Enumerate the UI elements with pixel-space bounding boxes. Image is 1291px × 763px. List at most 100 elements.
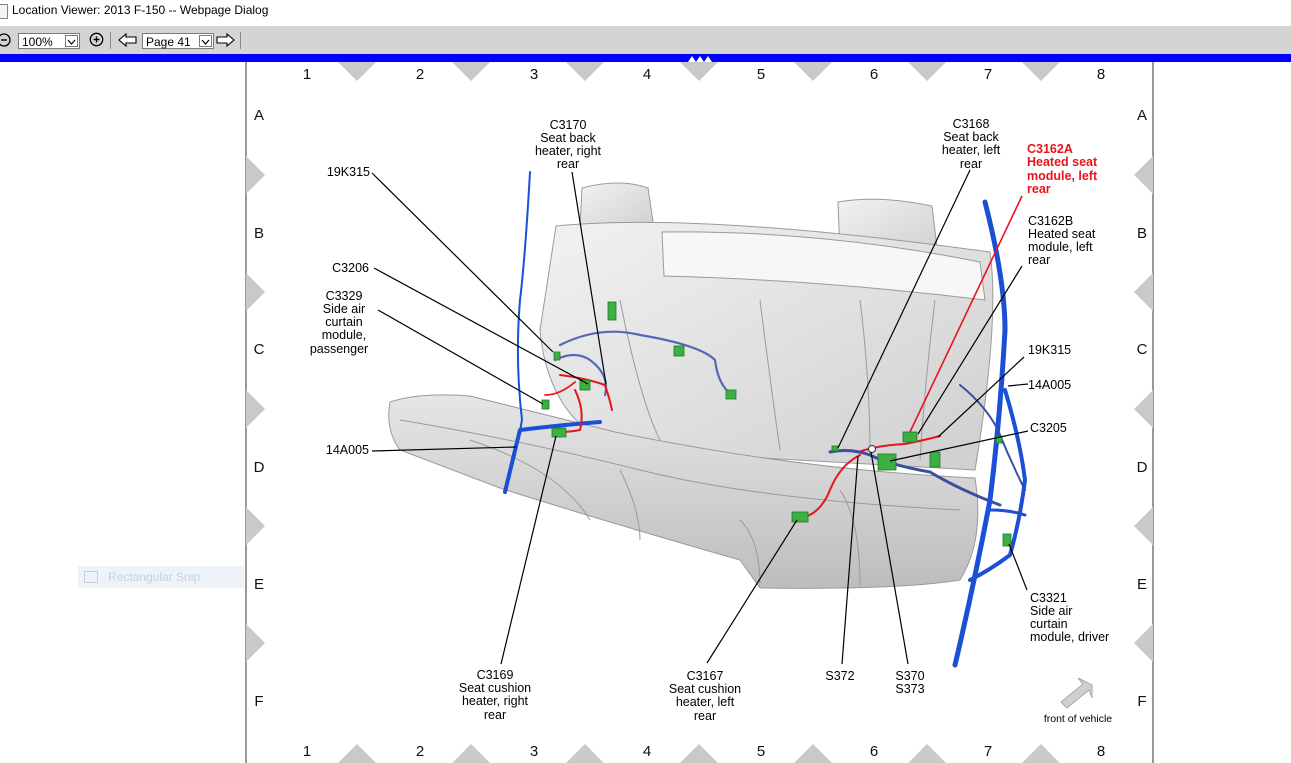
- callout-c3321: C3321 Side air curtain module, driver: [1030, 591, 1109, 644]
- zoom-out-icon[interactable]: [0, 30, 12, 49]
- page-select[interactable]: Page 41: [142, 33, 214, 49]
- callout-c3167: C3167 Seat cushion heater, left rear: [669, 669, 741, 723]
- rectangular-snip-overlay[interactable]: Rectangular Snip: [78, 566, 244, 588]
- grid-row-label: D: [1137, 459, 1148, 476]
- grid-col-label: 7: [984, 743, 992, 760]
- title-bar: Location Viewer: 2013 F-150 -- Webpage D…: [0, 0, 1291, 24]
- front-of-vehicle-indicator: front of vehicle: [1044, 677, 1112, 725]
- callout-19k315-right: 19K315: [1028, 343, 1071, 357]
- toolbar: 100% Page 41: [0, 26, 1291, 54]
- callout-text: Seat cushion: [459, 681, 531, 695]
- connector-icon: [877, 453, 897, 471]
- connector-icon: [995, 435, 1003, 444]
- callout-text: curtain: [325, 315, 363, 329]
- grid-row-label: E: [1137, 576, 1147, 593]
- callout-c3169: C3169 Seat cushion heater, right rear: [459, 668, 531, 722]
- splitter-handle-icon[interactable]: [686, 54, 714, 62]
- callout-text: heater, right: [535, 144, 602, 158]
- grid-col-label: 8: [1097, 743, 1105, 760]
- callout-text: C3168: [953, 117, 990, 131]
- front-arrow-icon: [1060, 677, 1093, 709]
- callout-text: 14A005: [326, 443, 369, 457]
- callout-c3170: C3170 Seat back heater, right rear: [535, 118, 602, 171]
- callout-text: S373: [895, 682, 924, 696]
- connector-icon: [541, 399, 550, 410]
- grid-row-labels-right: A B C D E F: [1137, 107, 1148, 710]
- zoom-select[interactable]: 100%: [18, 33, 80, 49]
- callout-c3162a: C3162A Heated seat module, left rear: [1027, 142, 1098, 196]
- app-icon: [0, 4, 8, 19]
- grid-col-label: 4: [643, 66, 651, 83]
- callout-text: C3162B: [1028, 214, 1073, 228]
- splice-icon: [868, 445, 876, 453]
- callout-14a005-left: 14A005: [326, 443, 369, 457]
- callout-text: C3170: [550, 118, 587, 132]
- connector-icon: [831, 445, 839, 452]
- callout-text: module, driver: [1030, 630, 1109, 644]
- grid-col-label: 4: [643, 743, 651, 760]
- connector-icon: [579, 379, 591, 391]
- callout-text: module,: [322, 328, 366, 342]
- chevron-down-icon[interactable]: [199, 35, 212, 47]
- grid-col-label: 6: [870, 743, 878, 760]
- grid-row-label: A: [254, 107, 264, 124]
- callout-text: module, left: [1027, 169, 1098, 183]
- connector-icon: [553, 351, 561, 361]
- page-value: Page 41: [146, 35, 191, 49]
- connector-icon: [551, 427, 567, 438]
- callout-text: C3321: [1030, 591, 1067, 605]
- window-title: Location Viewer: 2013 F-150 -- Webpage D…: [12, 3, 269, 17]
- grid-col-label: 1: [303, 743, 311, 760]
- connectors: [541, 301, 1012, 547]
- chevron-down-icon[interactable]: [65, 35, 78, 47]
- callout-text: Seat back: [540, 131, 596, 145]
- front-of-vehicle-label: front of vehicle: [1044, 713, 1112, 725]
- grid-row-label: C: [1137, 341, 1148, 358]
- forward-arrow-icon[interactable]: [214, 30, 236, 49]
- callout-text: rear: [960, 157, 982, 171]
- callout-text: module, left: [1028, 240, 1093, 254]
- connector-icon: [725, 389, 737, 400]
- callout-text: 14A005: [1028, 378, 1071, 392]
- callout-text: curtain: [1030, 617, 1068, 631]
- grid-row-label: A: [1137, 107, 1147, 124]
- callout-text: S372: [825, 669, 854, 683]
- connector-icon: [902, 431, 918, 443]
- connector-icon: [607, 301, 617, 321]
- connector-icon: [1002, 533, 1012, 547]
- toolbar-divider: [110, 32, 111, 49]
- snip-label: Rectangular Snip: [108, 570, 201, 584]
- callout-text: C3169: [477, 668, 514, 682]
- callout-19k315-left: 19K315: [327, 165, 370, 179]
- callout-c3205: C3205: [1030, 421, 1067, 435]
- callout-s372: S372: [825, 669, 854, 683]
- grid-row-labels-left: A B C D E F: [254, 107, 265, 710]
- callout-text: Side air: [323, 302, 365, 316]
- connector-icon: [929, 451, 941, 468]
- zoom-in-icon[interactable]: [88, 30, 104, 49]
- back-arrow-icon[interactable]: [117, 30, 139, 49]
- callout-text: C3162A: [1027, 142, 1073, 156]
- callout-text: C3167: [687, 669, 724, 683]
- callout-s370-s373: S370 S373: [895, 669, 924, 696]
- grid-col-label: 6: [870, 66, 878, 83]
- callout-text: heater, left: [676, 695, 735, 709]
- callout-c3162b: C3162B Heated seat module, left rear: [1028, 214, 1096, 267]
- callout-text: C3206: [332, 261, 369, 275]
- callout-text: Heated seat: [1028, 227, 1096, 241]
- grid-row-label: F: [254, 693, 263, 710]
- grid-row-label: B: [254, 225, 264, 242]
- grid-row-label: F: [1137, 693, 1146, 710]
- callout-text: rear: [1027, 182, 1051, 196]
- grid-markers: [246, 62, 1153, 763]
- callout-14a005-right: 14A005: [1028, 378, 1071, 392]
- callout-text: rear: [1028, 253, 1050, 267]
- callout-text: C3205: [1030, 421, 1067, 435]
- callout-text: passenger: [310, 342, 368, 356]
- leader-lines: [371, 169, 1029, 665]
- grid-row-label: D: [254, 459, 265, 476]
- connector-icon: [791, 511, 809, 523]
- callout-text: 19K315: [1028, 343, 1071, 357]
- grid-col-label: 7: [984, 66, 992, 83]
